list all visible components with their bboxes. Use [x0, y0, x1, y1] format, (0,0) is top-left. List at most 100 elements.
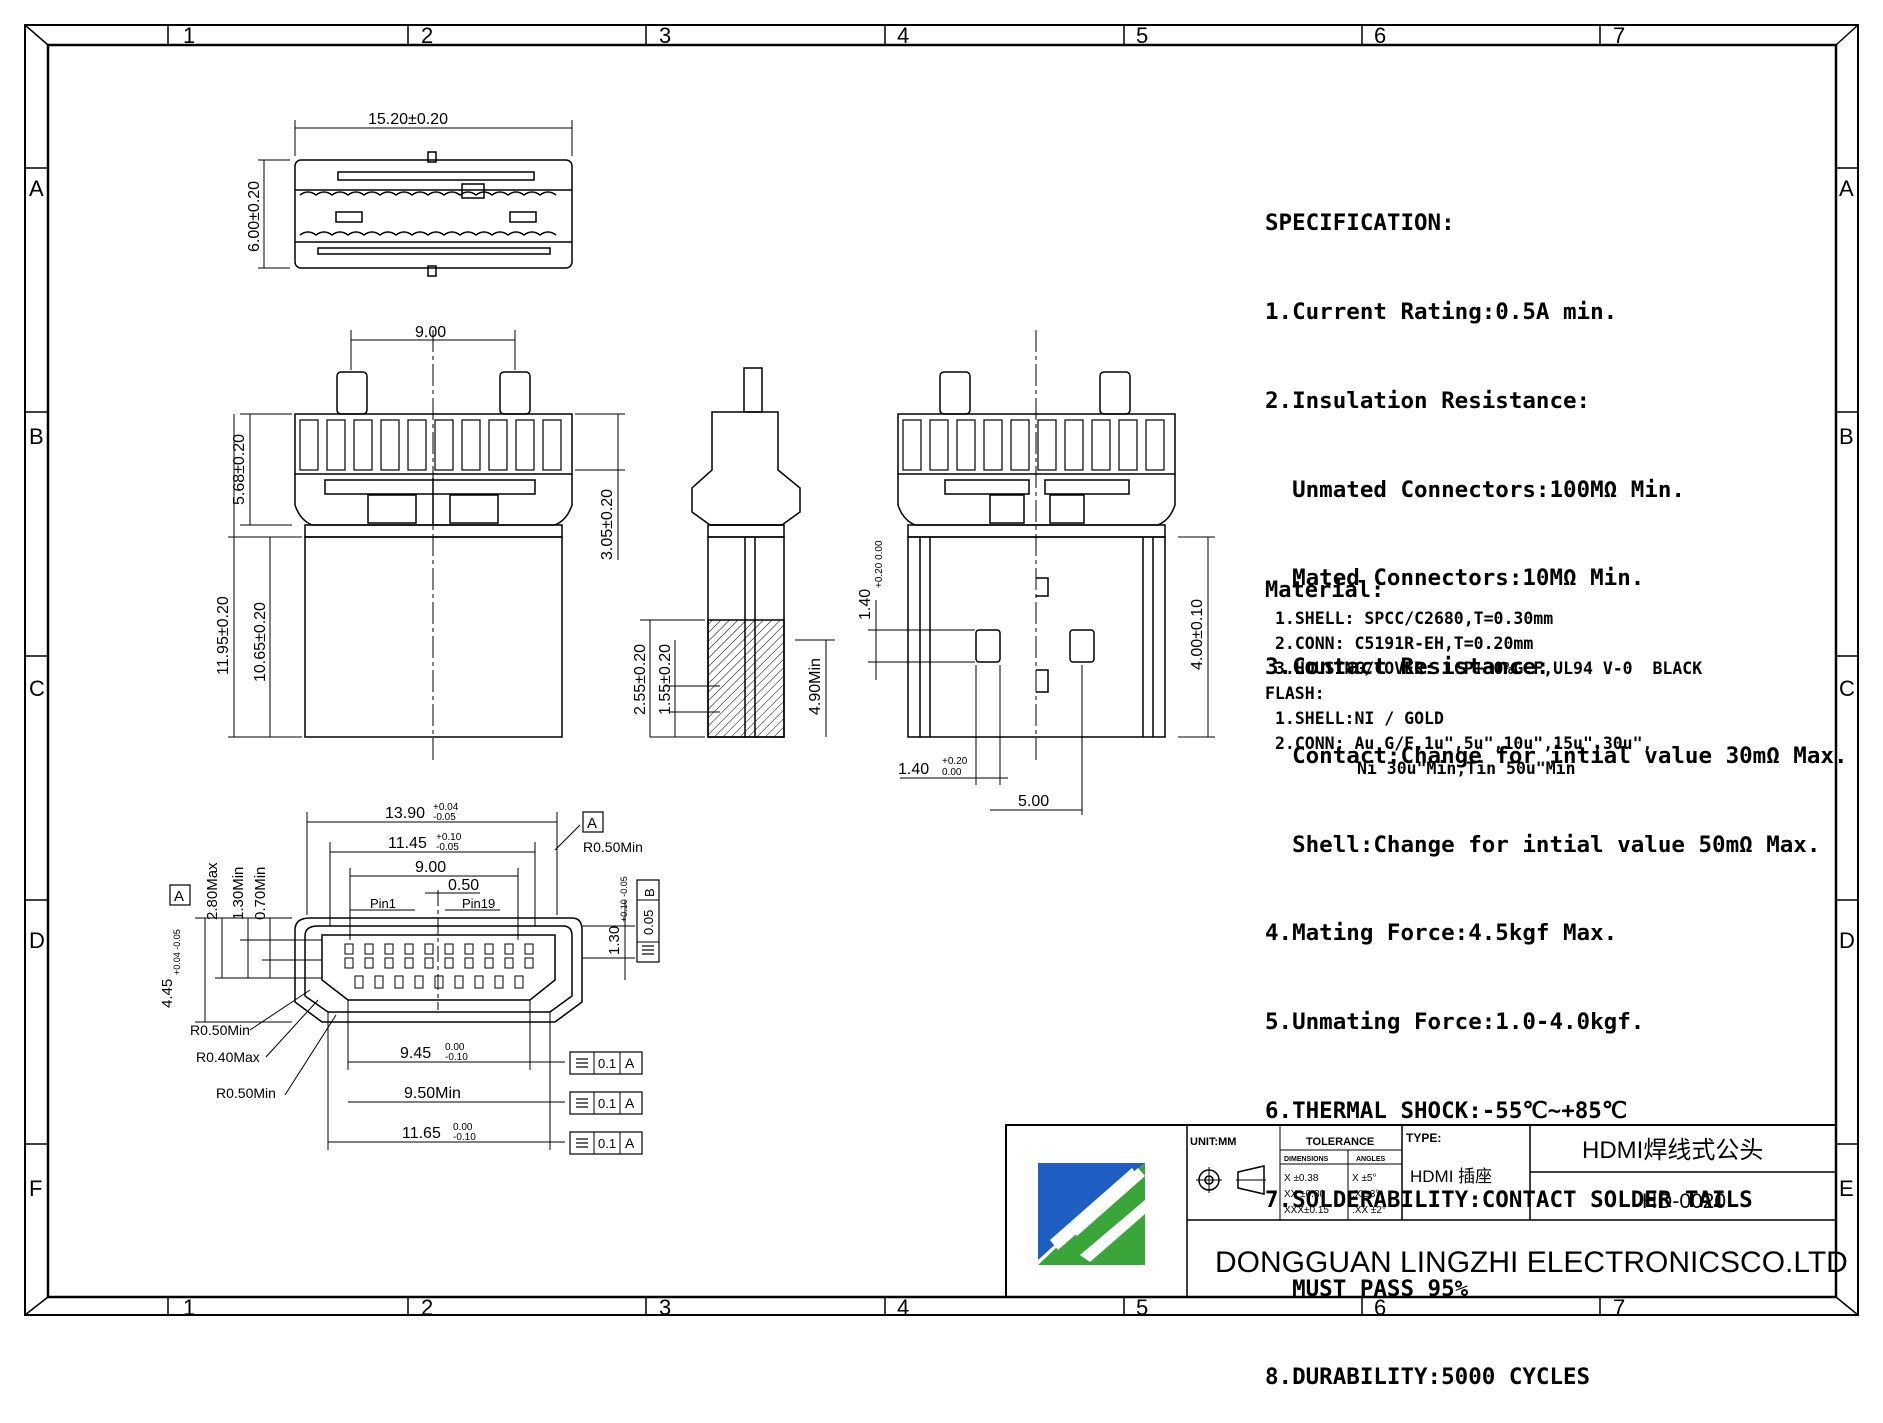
dim-rear-h1-tol: +0.20 0.00	[874, 540, 885, 588]
dim-r040: R0.40Max	[196, 1049, 260, 1065]
label-pin1: Pin1	[370, 896, 396, 911]
spec-line: 1.Current Rating:0.5A min.	[1265, 298, 1618, 325]
drawing-frame	[24, 24, 1859, 1316]
spec-heading: SPECIFICATION:	[1265, 210, 1455, 237]
top-view	[258, 120, 573, 277]
dim-h-445: 4.45	[159, 979, 176, 1008]
col-label: 5	[1136, 23, 1148, 48]
dim-r050-top: R0.50Min	[583, 839, 643, 855]
specification-block: SPECIFICATION: 1.Current Rating:0.5A min…	[1265, 150, 1865, 1423]
col-label: 6	[1374, 23, 1386, 48]
spec-line: 3.Contact Resistance:	[1265, 654, 1550, 681]
dim-h-130b-tol: +0.10 -0.05	[619, 876, 629, 922]
tol-ang-x: X ±5°	[1352, 1173, 1377, 1184]
row-label: D	[1839, 928, 1855, 953]
row-label: F	[29, 1176, 42, 1201]
tol-dim-xxx: XXX±0.15	[1284, 1205, 1329, 1216]
spec-line: Mated Connectors:10MΩ Min.	[1265, 565, 1645, 592]
dim-end-w1-tol-dn: -0.05	[433, 812, 456, 823]
dim-h-130: 1.30Min	[230, 867, 247, 920]
col-label: 2	[421, 1295, 433, 1320]
frame-labels: 1 2 3 4 5 6 7 1 2 3 4 5 6 7 A B C D F A …	[29, 23, 1855, 1320]
dim-w-1165-tol-up: 0.00	[453, 1122, 473, 1133]
dim-w-945: 9.45	[400, 1045, 431, 1062]
row-label: C	[29, 676, 45, 701]
dim-top-height: 6.00±0.20	[246, 181, 263, 252]
dim-rear-w1-tol-up: +0.20	[942, 756, 968, 767]
col-label: 7	[1613, 1295, 1625, 1320]
tol-dim-x: X ±0.38	[1284, 1173, 1319, 1184]
col-label: 3	[659, 1295, 671, 1320]
col-label: 1	[183, 1295, 195, 1320]
fcf-datum-3: A	[625, 1135, 635, 1151]
angles-label: ANGLES	[1356, 1156, 1386, 1163]
col-label: 3	[659, 23, 671, 48]
dim-r050-left: R0.50Min	[190, 1022, 250, 1038]
fcf-datum-1: A	[625, 1055, 635, 1071]
dim-end-w2: 11.45	[388, 835, 427, 852]
fcf-value-1: 0.1	[598, 1056, 616, 1071]
unit-label: UNIT:MM	[1190, 1136, 1236, 1148]
dim-side-h1: 3.05±0.20	[599, 489, 616, 560]
company-logo	[1038, 1163, 1145, 1265]
col-label: 7	[1613, 23, 1625, 48]
fcf-parallel-value: 0.05	[641, 910, 656, 935]
dim-w-945-tol-up: 0.00	[445, 1042, 465, 1053]
label-pin19: Pin19	[462, 896, 495, 911]
flash-item-continued: Ni 30u"Min,Tin 50u"Min	[1357, 759, 1576, 778]
part-name: HDMI焊线式公头	[1582, 1137, 1763, 1164]
front-view	[228, 330, 625, 760]
tol-ang-xx: .X ±3°	[1352, 1189, 1379, 1200]
title-block	[1005, 1124, 1837, 1298]
tolerance-label: TOLERANCE	[1306, 1136, 1374, 1148]
col-label: 2	[421, 23, 433, 48]
dim-rear-w2: 5.00	[1018, 793, 1049, 810]
dimensions-label: DIMENSIONS	[1284, 1156, 1329, 1163]
flash-heading: FLASH:	[1265, 684, 1325, 703]
material-block: Material: 1.SHELL: SPCC/C2680,T=0.30mm 2…	[1265, 576, 1865, 781]
dim-w-945-tol-dn: -0.10	[445, 1052, 468, 1063]
dim-rear-w1-tol-dn: 0.00	[942, 767, 962, 778]
dim-top-width: 15.20±0.20	[368, 111, 448, 128]
row-label: A	[1839, 176, 1854, 201]
part-number: HD-0020	[1642, 1190, 1726, 1213]
col-label: 6	[1374, 1295, 1386, 1320]
datum-a-box: A	[587, 815, 597, 832]
flash-item: 2.CONN: Au G/F,1u",5u",10u",15u",30u",	[1275, 734, 1653, 753]
spec-line: 7.SOLDERABILITY:CONTACT SOLDER TAILS	[1265, 1186, 1753, 1213]
dim-w-1165: 11.65	[402, 1125, 441, 1142]
dim-end-w1-tol-up: +0.04	[433, 802, 459, 813]
rear-view	[868, 330, 1215, 815]
col-label: 4	[897, 23, 909, 48]
type-label: TYPE:	[1406, 1131, 1441, 1145]
dim-rear-h1: 1.40	[857, 589, 874, 620]
dim-end-w3: 9.00	[415, 859, 446, 876]
fcf-datum-2: A	[625, 1095, 635, 1111]
row-label: B	[1839, 424, 1854, 449]
spec-line: Unmated Connectors:100MΩ Min.	[1265, 476, 1685, 503]
material-item: 3.HOUSING/COVER: LCP+30%G.F,UL94 V-0 BLA…	[1275, 659, 1703, 678]
end-view	[169, 811, 660, 1155]
spec-line: MUST PASS 95%	[1265, 1275, 1469, 1302]
datum-a-left: A	[174, 888, 184, 905]
fcf-datum-b: B	[642, 888, 657, 897]
dim-front-pitch: 9.00	[415, 324, 446, 341]
spec-line: Shell:Change for intial value 50mΩ Max.	[1265, 831, 1821, 858]
dim-side-h3: 1.55±0.20	[657, 644, 674, 715]
dim-end-w2-tol-up: +0.10	[436, 832, 462, 843]
company-name: DONGGUAN LINGZHI ELECTRONICSCO.LTD	[1215, 1246, 1848, 1279]
dim-h-280: 2.80Max	[204, 862, 221, 920]
dim-front-h3: 10.65±0.20	[252, 602, 269, 682]
dim-rear-h2: 4.00±0.10	[1189, 599, 1206, 670]
material-item: 2.CONN: C5191R-EH,T=0.20mm	[1275, 634, 1534, 653]
dim-h-130b: 1.30	[606, 926, 623, 955]
type-value: HDMI 插座	[1410, 1167, 1492, 1186]
col-label: 5	[1136, 1295, 1148, 1320]
row-label: D	[29, 928, 45, 953]
technical-drawing: 1 2 3 4 5 6 7 1 2 3 4 5 6 7 A B C D F A …	[24, 23, 1859, 1320]
material-heading: Material:	[1265, 578, 1385, 603]
material-item: 1.SHELL: SPCC/C2680,T=0.30mm	[1275, 609, 1554, 628]
row-label: E	[1839, 1176, 1854, 1201]
spec-line: 5.Unmating Force:1.0-4.0kgf.	[1265, 1009, 1645, 1036]
tol-dim-xx: XX ±0.30	[1284, 1189, 1326, 1200]
